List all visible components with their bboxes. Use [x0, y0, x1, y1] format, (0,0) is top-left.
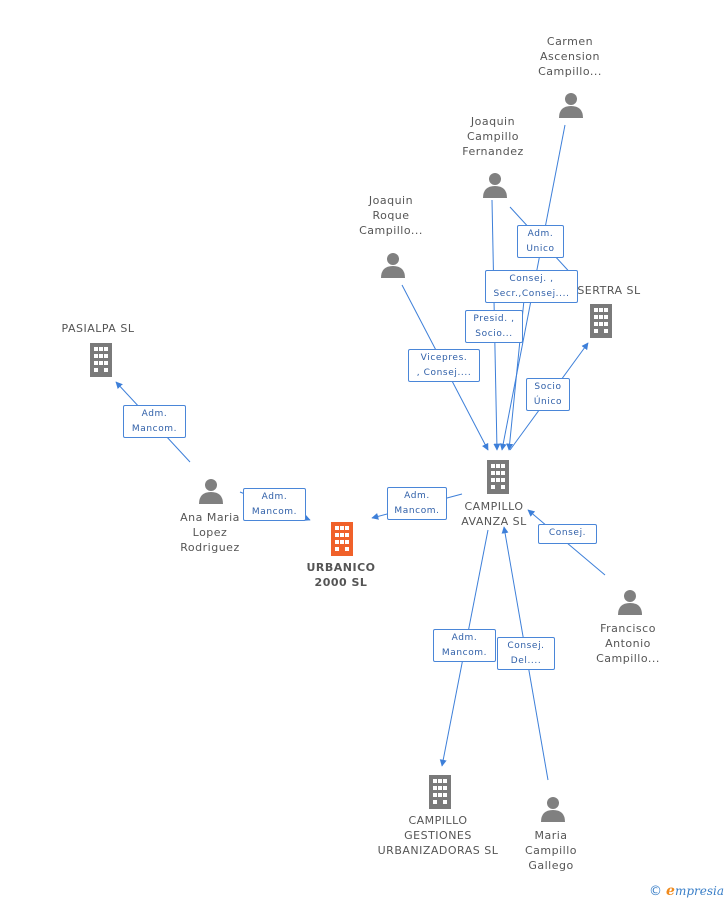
relation-box-consej-francisco[interactable]: Consej. — [538, 524, 597, 544]
copyright-icon: © — [649, 884, 663, 899]
person-icon[interactable] — [539, 794, 567, 822]
person-label-joaquin-roque-campillo[interactable]: Joaquin Roque Campillo... — [359, 194, 423, 237]
relation-box-vicepres[interactable]: Vicepres. , Consej.... — [408, 349, 480, 382]
person-icon[interactable] — [481, 170, 509, 198]
relation-box-consej-del-maria[interactable]: Consej. Del.... — [497, 637, 555, 670]
person-label-joaquin-campillo-fernandez[interactable]: Joaquin Campillo Fernandez — [462, 115, 524, 158]
relation-box-adm-mancom-avanza[interactable]: Adm. Mancom. — [387, 487, 447, 520]
person-label-maria-campillo-gallego[interactable]: Maria Campillo Gallego — [524, 829, 578, 872]
focus-company-label-urbanico[interactable]: URBANICO 2000 SL — [306, 561, 376, 589]
person-label-carmen[interactable]: Carmen Ascension Campillo... — [538, 35, 602, 78]
empresia-brand[interactable]: ©empresia — [649, 883, 724, 899]
relation-box-adm-mancom-gestiones[interactable]: Adm. Mancom. — [433, 629, 496, 662]
focus-company-building-icon[interactable] — [327, 522, 357, 556]
company-building-icon[interactable] — [86, 343, 116, 377]
relation-box-consej-secr[interactable]: Consej. , Secr.,Consej.... — [485, 270, 578, 303]
company-label-sertra[interactable]: SERTRA SL — [577, 284, 641, 297]
company-building-icon[interactable] — [425, 775, 455, 809]
company-label-pasialpa[interactable]: PASIALPA SL — [61, 322, 135, 335]
relation-box-adm-mancom-ana[interactable]: Adm. Mancom. — [243, 488, 306, 521]
person-icon[interactable] — [616, 587, 644, 615]
relation-box-socio-unico[interactable]: Socio Único — [526, 378, 570, 411]
person-icon[interactable] — [197, 476, 225, 504]
company-building-icon[interactable] — [483, 460, 513, 494]
company-building-icon[interactable] — [586, 304, 616, 338]
person-label-ana-maria-lopez-rodriguez[interactable]: Ana Maria Lopez Rodriguez — [180, 511, 240, 554]
relation-box-adm-mancom-pasialpa[interactable]: Adm. Mancom. — [123, 405, 186, 438]
company-label-campillo-gestiones[interactable]: CAMPILLO GESTIONES URBANIZADORAS SL — [377, 814, 499, 857]
relation-box-presid-socio[interactable]: Presid. , Socio... — [465, 310, 523, 343]
person-icon[interactable] — [379, 250, 407, 278]
company-label-campillo-avanza[interactable]: CAMPILLO AVANZA SL — [461, 500, 527, 528]
relation-box-adm-unico[interactable]: Adm. Unico — [517, 225, 564, 258]
person-label-francisco-antonio-campillo[interactable]: Francisco Antonio Campillo... — [596, 622, 660, 665]
person-icon[interactable] — [557, 90, 585, 118]
